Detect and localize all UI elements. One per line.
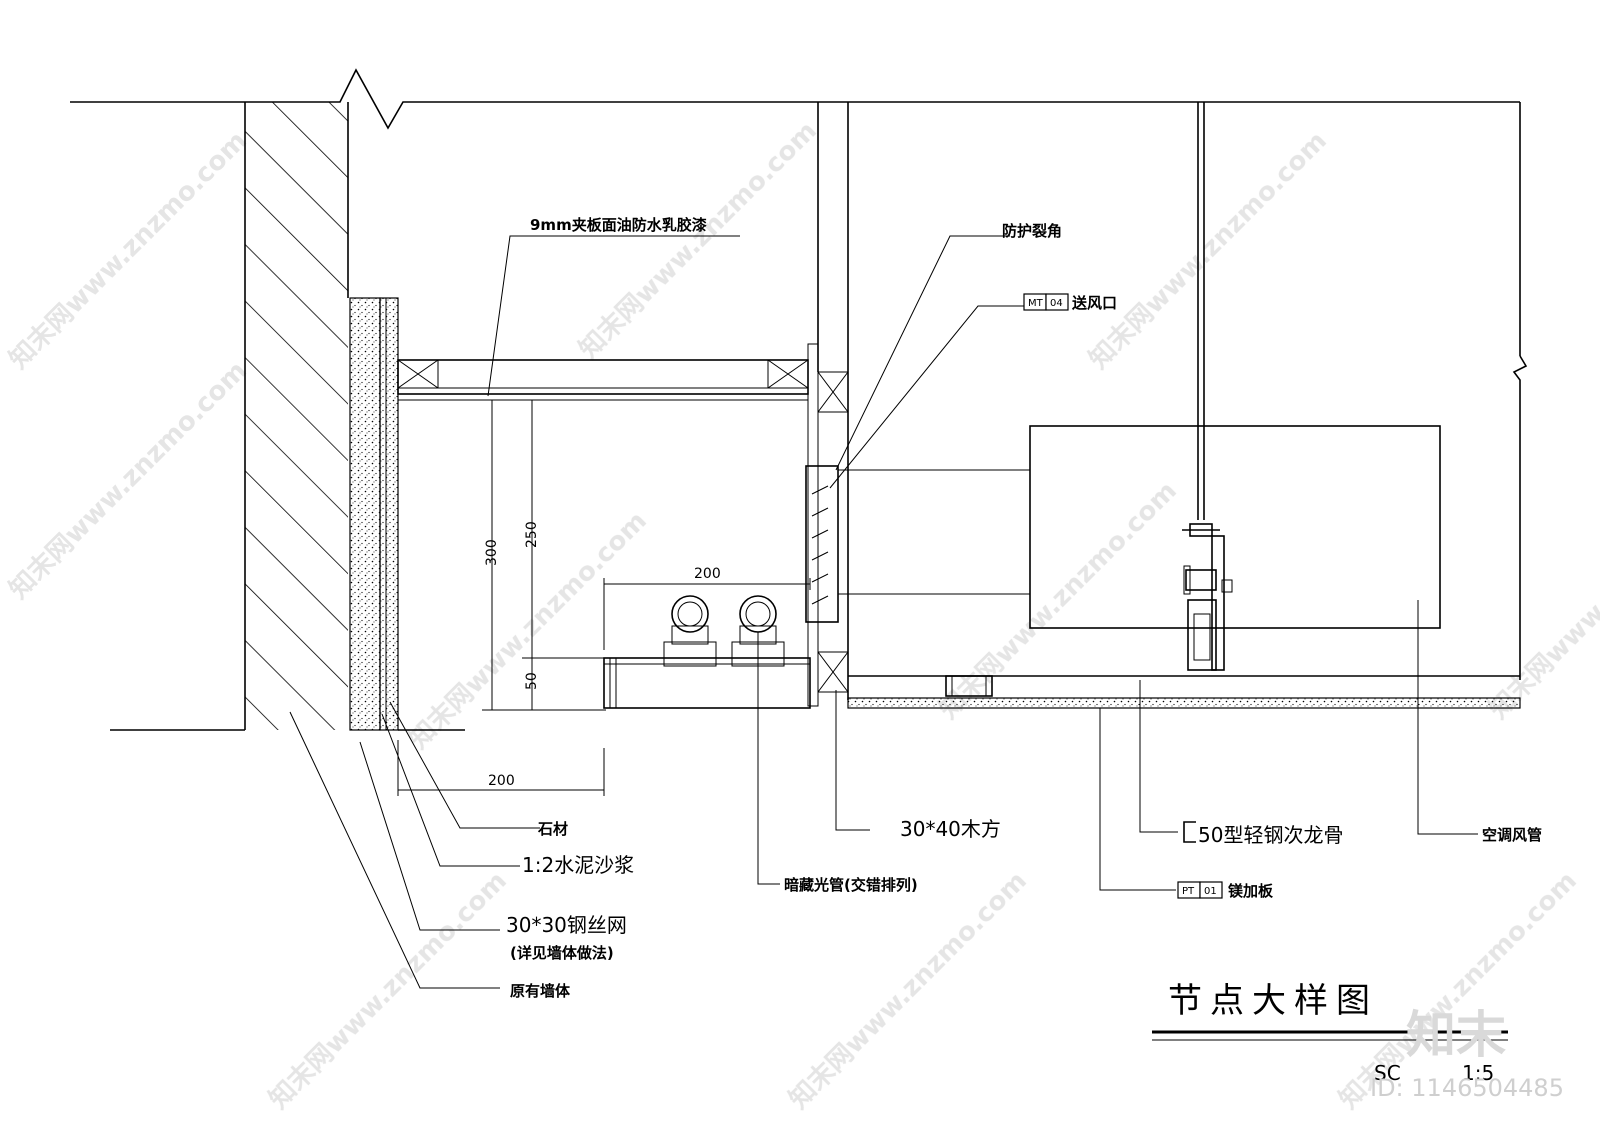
- logo-watermark: 知末: [1406, 1006, 1506, 1064]
- stone-layer: [349, 297, 465, 731]
- board-tag-box-b: [1199, 881, 1223, 899]
- leader-lines: [289, 235, 1478, 989]
- label-stone: 石材: [537, 820, 568, 838]
- dim-50: 50: [524, 672, 540, 690]
- vent-tag-b: 04: [1050, 298, 1063, 309]
- vent-tag-box-b: [1045, 293, 1069, 311]
- watermark-text: 知末网www.znzmo.com: [1084, 126, 1333, 375]
- watermark-text: 知末网www.znzmo.com: [264, 866, 513, 1115]
- air-duct: [1029, 425, 1441, 629]
- dim-250: 250: [524, 521, 540, 548]
- id-watermark: ID: 1146504485: [1370, 1074, 1564, 1102]
- dim-300: 300: [484, 539, 500, 566]
- drawing-title: 节点大样图: [1168, 981, 1378, 1021]
- vent-tag-a: MT: [1028, 298, 1044, 309]
- scale-label: SC: [1374, 1061, 1401, 1085]
- scale-value: 1:5: [1462, 1061, 1494, 1085]
- watermark-text: 知末网www.znzmo.com: [574, 116, 823, 365]
- board-tag-a: PT: [1182, 886, 1195, 897]
- watermark-text: 知末网www.znzmo.com: [1484, 476, 1600, 725]
- light-trough: [603, 595, 811, 709]
- hanger-rod: [1182, 102, 1233, 671]
- watermark-text: 知末网www.znzmo.com: [934, 476, 1183, 725]
- dimension-lines: [397, 399, 811, 796]
- label-corner: 防护裂角: [1002, 222, 1062, 240]
- label-mortar: 1:2水泥沙浆: [522, 853, 634, 877]
- board-tag-b: 01: [1204, 886, 1217, 897]
- watermark-text: 知末网www.znzmo.com: [4, 126, 253, 375]
- label-plywood: 9mm夹板面油防水乳胶漆: [530, 216, 707, 234]
- finish-board: [847, 675, 1521, 709]
- label-duct: 空调风管: [1482, 826, 1542, 844]
- original-wall: [110, 102, 349, 731]
- label-timber: 30*40木方: [900, 817, 1001, 841]
- watermark-text: 知末网www.znzmo.com: [784, 866, 1033, 1115]
- label-mesh-note: (详见墙体做法): [510, 944, 614, 962]
- label-mesh: 30*30钢丝网: [506, 913, 627, 937]
- label-wall: 原有墙体: [510, 982, 571, 1000]
- label-light: 暗藏光管(交错排列): [784, 876, 918, 894]
- watermark-text: 知末网www.znzmo.com: [4, 356, 253, 605]
- label-board: 镁加板: [1228, 882, 1274, 900]
- dim-200-bottom: 200: [488, 773, 515, 789]
- bulkhead: [807, 102, 849, 707]
- keel-channel-icon: [1183, 821, 1196, 843]
- supply-vent: [805, 465, 1030, 623]
- label-keel: 50型轻钢次龙骨: [1198, 823, 1343, 847]
- ceiling-board: [397, 359, 809, 401]
- watermark-layer: 知末网www.znzmo.com 知末网www.znzmo.com 知末网www…: [4, 116, 1600, 1115]
- label-vent: 送风口: [1071, 294, 1117, 312]
- dim-200-top: 200: [694, 566, 721, 582]
